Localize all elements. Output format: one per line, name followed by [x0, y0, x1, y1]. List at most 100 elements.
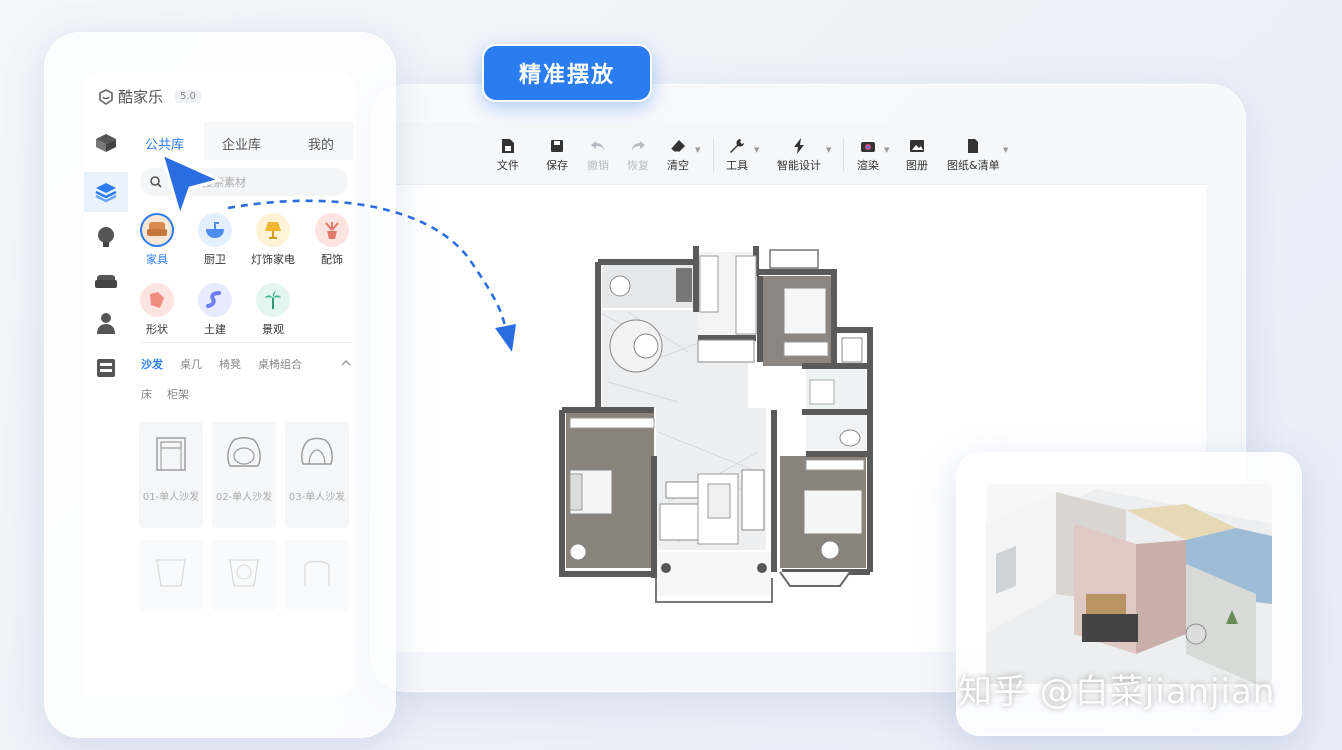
- redo-icon: [630, 138, 646, 154]
- product-card-label: 02-单人沙发: [215, 492, 273, 503]
- toolbar-smart-design-button[interactable]: 智能设计: [777, 138, 821, 173]
- category-kitchen-bath[interactable]: 厨卫: [185, 213, 245, 267]
- undo-icon: [590, 138, 606, 154]
- category-label: 灯饰家电: [251, 253, 295, 266]
- shape-icon: [140, 283, 174, 317]
- sink-icon: [198, 213, 232, 247]
- product-card[interactable]: 03-单人沙发: [285, 422, 349, 528]
- toolbar-tools-button[interactable]: 工具: [726, 138, 748, 173]
- feature-badge: 精准摆放: [482, 44, 652, 102]
- rail-cube-icon[interactable]: [94, 131, 118, 155]
- construction-icon: [198, 283, 232, 317]
- product-card[interactable]: [139, 540, 203, 610]
- save-icon: [549, 138, 565, 154]
- toolbar: [388, 122, 1206, 185]
- armchair-thumbnail: [301, 437, 333, 465]
- armchair-thumbnail: [227, 437, 261, 467]
- category-landscape[interactable]: 景观: [243, 283, 303, 337]
- file-icon: [500, 138, 516, 154]
- render-3d-image: [986, 484, 1272, 684]
- lightning-icon: [791, 138, 807, 154]
- brand-logo-icon: [99, 88, 113, 105]
- wrench-icon: [729, 138, 745, 154]
- product-card[interactable]: 02-单人沙发: [212, 422, 276, 528]
- toolbar-clear-button[interactable]: 清空: [667, 138, 689, 173]
- toolbar-tools-label: 工具: [726, 159, 748, 172]
- subcategory-table[interactable]: 桌几: [180, 358, 202, 371]
- balcony-floor: [656, 552, 772, 596]
- toolbar-divider: [843, 138, 844, 172]
- tab-mine[interactable]: 我的: [308, 138, 335, 153]
- armchair-thumbnail: [229, 559, 259, 587]
- rail-layers-icon[interactable]: [94, 180, 118, 204]
- category-shape[interactable]: 形状: [127, 283, 187, 337]
- product-card[interactable]: 01-单人沙发: [139, 422, 203, 528]
- product-card-label: 03-单人沙发: [288, 492, 346, 503]
- chevron-down-icon: ▼: [754, 146, 760, 154]
- toolbar-drawings-label: 图纸&清单: [947, 159, 1000, 172]
- armchair-thumbnail: [156, 437, 186, 471]
- product-card-label: 01-单人沙发: [142, 492, 200, 503]
- render-preview[interactable]: [986, 484, 1272, 684]
- toolbar-save-button[interactable]: 保存: [546, 138, 568, 173]
- tab-enterprise-library[interactable]: 企业库: [222, 138, 262, 153]
- image-icon: [909, 138, 925, 154]
- bed-top: [783, 287, 827, 335]
- subcategory-cabinet[interactable]: 柜架: [167, 388, 189, 401]
- chevron-down-icon: ▼: [884, 146, 890, 154]
- lamp-icon: [256, 213, 290, 247]
- floor-plan[interactable]: [558, 242, 876, 608]
- product-card[interactable]: [285, 540, 349, 610]
- armchair-thumbnail: [156, 559, 186, 587]
- toolbar-render-label: 渲染: [857, 159, 879, 172]
- category-decor[interactable]: 配饰: [302, 213, 362, 267]
- search-icon: [150, 176, 162, 188]
- toolbar-drawings-button[interactable]: 图纸&清单: [947, 138, 1000, 173]
- category-label: 土建: [204, 323, 226, 336]
- armchair-thumbnail: [304, 560, 330, 586]
- camera-icon: [860, 138, 876, 154]
- subcategory-sofa[interactable]: 沙发: [141, 358, 163, 371]
- divider: [138, 342, 352, 343]
- armchair-icon: [140, 213, 174, 247]
- toolbar-album-button[interactable]: 图册: [906, 138, 928, 173]
- subcategory-bed[interactable]: 床: [141, 388, 152, 401]
- walls: [559, 246, 873, 578]
- brand: 酷家乐 5.0: [98, 86, 201, 107]
- toolbar-render-button[interactable]: 渲染: [857, 138, 879, 173]
- toolbar-clear-label: 清空: [667, 159, 689, 172]
- chevron-down-icon: ▼: [1003, 146, 1009, 154]
- rail-lamp-icon[interactable]: [94, 225, 118, 249]
- product-card[interactable]: [212, 540, 276, 610]
- toolbar-undo-button[interactable]: 撤销: [587, 138, 609, 173]
- rail-person-icon[interactable]: [94, 311, 118, 335]
- toolbar-file-label: 文件: [497, 159, 519, 172]
- side-rail: [84, 120, 128, 696]
- category-construction[interactable]: 土建: [185, 283, 245, 337]
- toolbar-undo-label: 撤销: [587, 159, 609, 172]
- toolbar-album-label: 图册: [906, 159, 928, 172]
- rail-cabinet-icon[interactable]: [94, 356, 118, 380]
- toolbar-save-label: 保存: [546, 159, 568, 172]
- category-furniture[interactable]: 家具: [127, 213, 187, 267]
- toolbar-redo-label: 恢复: [627, 159, 649, 172]
- subcategory-chair[interactable]: 椅凳: [219, 358, 241, 371]
- category-label: 家具: [146, 253, 168, 266]
- chevron-up-icon[interactable]: [341, 359, 351, 366]
- rail-sofa-icon[interactable]: [94, 270, 118, 294]
- toolbar-file-button[interactable]: 文件: [497, 138, 519, 173]
- sofa-set: [659, 503, 701, 541]
- toolbar-divider: [713, 138, 714, 172]
- document-icon: [965, 138, 981, 154]
- chevron-down-icon: ▼: [695, 146, 701, 154]
- toolbar-redo-button[interactable]: 恢复: [627, 138, 649, 173]
- category-label: 厨卫: [204, 253, 226, 266]
- brand-name: 酷家乐: [118, 88, 164, 106]
- chevron-down-icon: ▼: [826, 146, 832, 154]
- bed-right: [803, 489, 863, 535]
- tab-public-library[interactable]: 公共库: [145, 138, 185, 153]
- category-lighting[interactable]: 灯饰家电: [243, 213, 303, 267]
- brand-version: 5.0: [175, 90, 201, 103]
- palm-tree-icon: [256, 283, 290, 317]
- subcategory-table-set[interactable]: 桌椅组合: [258, 358, 302, 371]
